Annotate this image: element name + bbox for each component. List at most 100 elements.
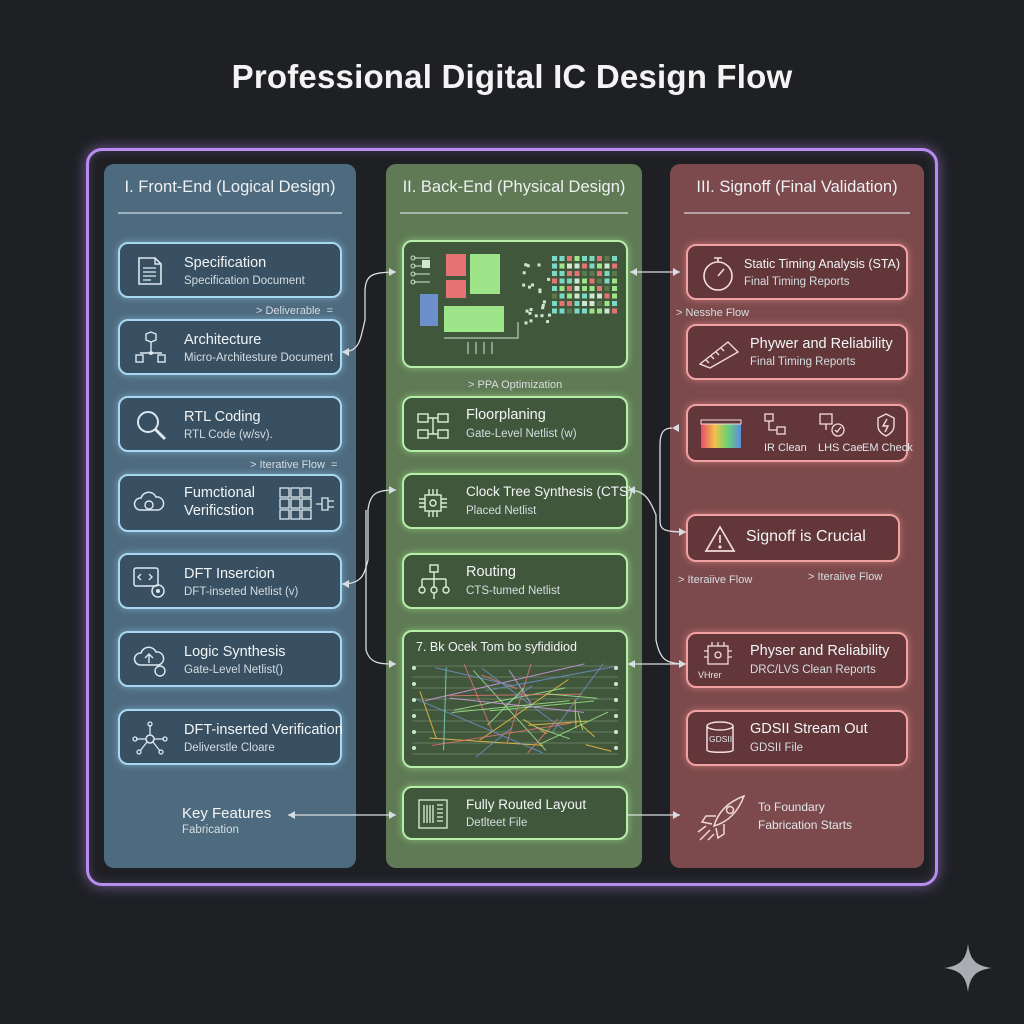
grid-cell bbox=[559, 293, 565, 299]
deliverable-label: > Deliverable = bbox=[256, 305, 334, 317]
card-subtitle: Final Timing Reports bbox=[744, 276, 850, 288]
grid-cell bbox=[604, 301, 610, 306]
chip-board-icon bbox=[704, 642, 732, 665]
route-line bbox=[424, 663, 585, 702]
card-title: DFT-inserted Verification bbox=[184, 722, 343, 738]
grid-cell bbox=[574, 301, 580, 306]
card-specification[interactable]: Specification Specification Document bbox=[118, 242, 342, 298]
card-subtitle: Gate-Level Netlist (w) bbox=[466, 428, 577, 440]
chip-icon-label: VHrer bbox=[698, 670, 722, 680]
card-signoff-crucial[interactable]: Signoff is Crucial bbox=[686, 514, 900, 562]
heatmap-icon bbox=[700, 419, 742, 448]
grid-cell bbox=[552, 278, 557, 284]
grid-cell bbox=[574, 286, 580, 291]
card-dft-verification[interactable]: DFT-inserted Verification Deliverstle Cl… bbox=[118, 709, 343, 765]
grid-cell bbox=[604, 263, 610, 269]
card-power-reliability-1[interactable]: Phywer and Reliability Final Timing Repo… bbox=[686, 324, 908, 380]
card-subtitle: Gate-Level Netlist() bbox=[184, 664, 284, 676]
grid-cell bbox=[574, 271, 580, 276]
route-line bbox=[552, 663, 604, 733]
card-title: Clock Tree Synthesis (CTS) bbox=[466, 484, 633, 499]
route-line bbox=[429, 737, 544, 746]
grid-cell bbox=[559, 308, 565, 314]
card-title: Floorplaning bbox=[466, 407, 546, 423]
grid-cell bbox=[589, 286, 595, 291]
grid-cell bbox=[612, 286, 617, 291]
card-title: Logic Synthesis bbox=[184, 644, 286, 660]
cloud-gear-icon bbox=[133, 491, 165, 511]
pin-dot bbox=[614, 698, 618, 702]
ir-clean-label: IR Clean bbox=[764, 442, 807, 454]
card-title: 7. Bk Ocek Tom bo syfididiod bbox=[416, 640, 577, 654]
scatter-cell bbox=[538, 290, 542, 294]
card-checks[interactable]: IR Clean LHS Cae EM Check bbox=[686, 404, 913, 462]
card-functional-verification[interactable]: Fumctional Verificstion bbox=[118, 474, 342, 532]
grid-cell bbox=[574, 256, 580, 261]
document-icon bbox=[138, 257, 162, 285]
grid-cell bbox=[552, 263, 557, 269]
grid-cell bbox=[612, 278, 617, 284]
card-gdsii-stream-out[interactable]: GDSII GDSII Stream Out GDSII File bbox=[686, 710, 908, 766]
grid-cell bbox=[574, 278, 580, 284]
cloud-upload-icon bbox=[133, 646, 166, 677]
card-rtl-coding[interactable]: RTL Coding RTL Code (w/sv). bbox=[118, 396, 342, 452]
grid-cell bbox=[597, 301, 602, 306]
grid-cell bbox=[612, 308, 617, 314]
card-logic-synthesis[interactable]: Logic Synthesis Gate-Level Netlist() bbox=[118, 631, 342, 687]
route-line bbox=[545, 693, 598, 699]
card-floorplaning[interactable]: Floorplaning Gate-Level Netlist (w) bbox=[402, 396, 628, 452]
scatter-cell bbox=[540, 314, 544, 318]
ruler-icon bbox=[698, 341, 740, 369]
code-gear-icon bbox=[133, 567, 165, 598]
grid-cell bbox=[567, 308, 572, 314]
scatter-cell bbox=[524, 321, 528, 325]
diagram-frame bbox=[86, 148, 938, 886]
card-routed-layout-view[interactable]: 7. Bk Ocek Tom bo syfididiod bbox=[402, 630, 628, 768]
warning-icon bbox=[704, 525, 736, 552]
pin-dot bbox=[614, 666, 618, 670]
card-subtitle: DFT-inseted Netlist (v) bbox=[184, 586, 299, 598]
grid-cell bbox=[559, 256, 565, 261]
front-end-title: I. Front-End (Logical Design) bbox=[124, 178, 336, 196]
grid-cell bbox=[567, 256, 572, 261]
grid-cell bbox=[589, 256, 595, 261]
scatter-cell bbox=[542, 300, 546, 304]
card-dft-insertion[interactable]: DFT Insercion DFT-inseted Netlist (v) bbox=[118, 553, 342, 609]
route-line bbox=[481, 667, 564, 731]
scatter-cell bbox=[538, 288, 542, 292]
grid-cell bbox=[574, 263, 580, 269]
card-routing[interactable]: Routing CTS-tumed Netlist bbox=[402, 553, 628, 609]
tree-icon bbox=[418, 564, 450, 599]
pin-dot bbox=[412, 698, 416, 702]
scatter-cell bbox=[541, 303, 545, 307]
lvs-check-icon bbox=[819, 413, 845, 437]
card-architecture[interactable]: Architecture Micro-Architesture Document bbox=[118, 319, 342, 375]
ir-clean-icon bbox=[764, 413, 786, 435]
grid-cell bbox=[604, 286, 610, 291]
card-subtitle: RTL Code (w/sv). bbox=[184, 429, 273, 441]
card-title: GDSII Stream Out bbox=[750, 721, 868, 737]
grid-cell bbox=[582, 271, 587, 276]
grid-cell bbox=[574, 293, 580, 299]
grid-cell bbox=[604, 308, 610, 314]
card-power-reliability-2[interactable]: VHrer Physer and Reliability DRC/LVS Cle… bbox=[686, 632, 908, 688]
route-line bbox=[435, 667, 513, 686]
card-static-timing-analysis[interactable]: Static Timing Analysis (STA) Final Timin… bbox=[686, 244, 908, 300]
lvs-clean-label: LHS Cae bbox=[818, 442, 863, 454]
nesshe-flow-label: > Nesshe Flow bbox=[676, 307, 750, 319]
card-clock-tree-synthesis[interactable]: Clock Tree Synthesis (CTS) Placed Netlis… bbox=[402, 473, 633, 529]
pin-dot bbox=[614, 714, 618, 718]
route-line bbox=[523, 719, 548, 734]
rocket-icon bbox=[697, 794, 746, 841]
card-fully-routed-layout[interactable]: Fully Routed Layout Detlteet File bbox=[402, 786, 628, 840]
card-placement-view[interactable] bbox=[402, 240, 628, 368]
grid-cell bbox=[589, 263, 595, 269]
page-title: Professional Digital IC Design Flow bbox=[231, 58, 793, 95]
grid-cell bbox=[597, 308, 602, 314]
scatter-cell bbox=[537, 263, 541, 267]
to-foundry-label: To Foundary bbox=[758, 800, 825, 814]
card-subtitle: Deliverstle Cloare bbox=[184, 742, 275, 754]
hierarchy-icon bbox=[135, 331, 166, 363]
key-features-subtitle: Fabrication bbox=[182, 824, 239, 836]
database-icon bbox=[706, 721, 734, 753]
